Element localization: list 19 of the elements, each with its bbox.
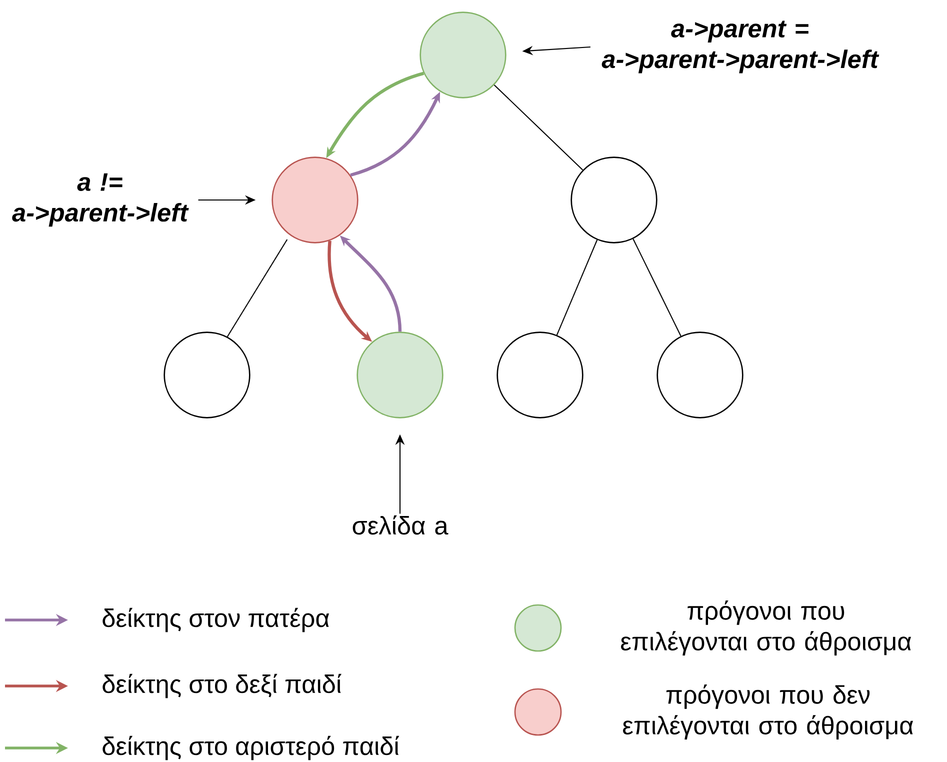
annotation-text: a->parent = a->parent->parent->left xyxy=(602,20,880,74)
tree-node-circle xyxy=(656,332,744,418)
tree-node-circle xyxy=(420,12,506,98)
legend-label: δείκτης στο δεξί παιδί xyxy=(102,674,342,698)
legend-label: πρόγονοι που δεν επιλέγονται στο άθροισμα xyxy=(623,684,914,740)
annotation-text: a != a->parent->left xyxy=(12,173,189,227)
tree-node-circle xyxy=(496,332,584,418)
tree-edge-line xyxy=(494,84,584,170)
legend-label: δείκτης στον πατέρα xyxy=(102,608,330,632)
tree-node-circle xyxy=(356,332,444,418)
tree-edge-line xyxy=(632,238,682,336)
legend-label: πρόγονοι που επιλέγονται στο άθροισμα xyxy=(621,600,912,656)
tree-node-circle xyxy=(272,156,358,244)
tree-node-circle xyxy=(570,156,658,244)
legend-label: δείκτης στο αριστερό παιδί xyxy=(102,736,400,760)
tree-edge-line xyxy=(226,239,288,337)
tree-node-circle xyxy=(164,332,250,418)
caption-text: σελίδα a xyxy=(352,515,448,535)
tree-edge-line xyxy=(556,240,598,336)
